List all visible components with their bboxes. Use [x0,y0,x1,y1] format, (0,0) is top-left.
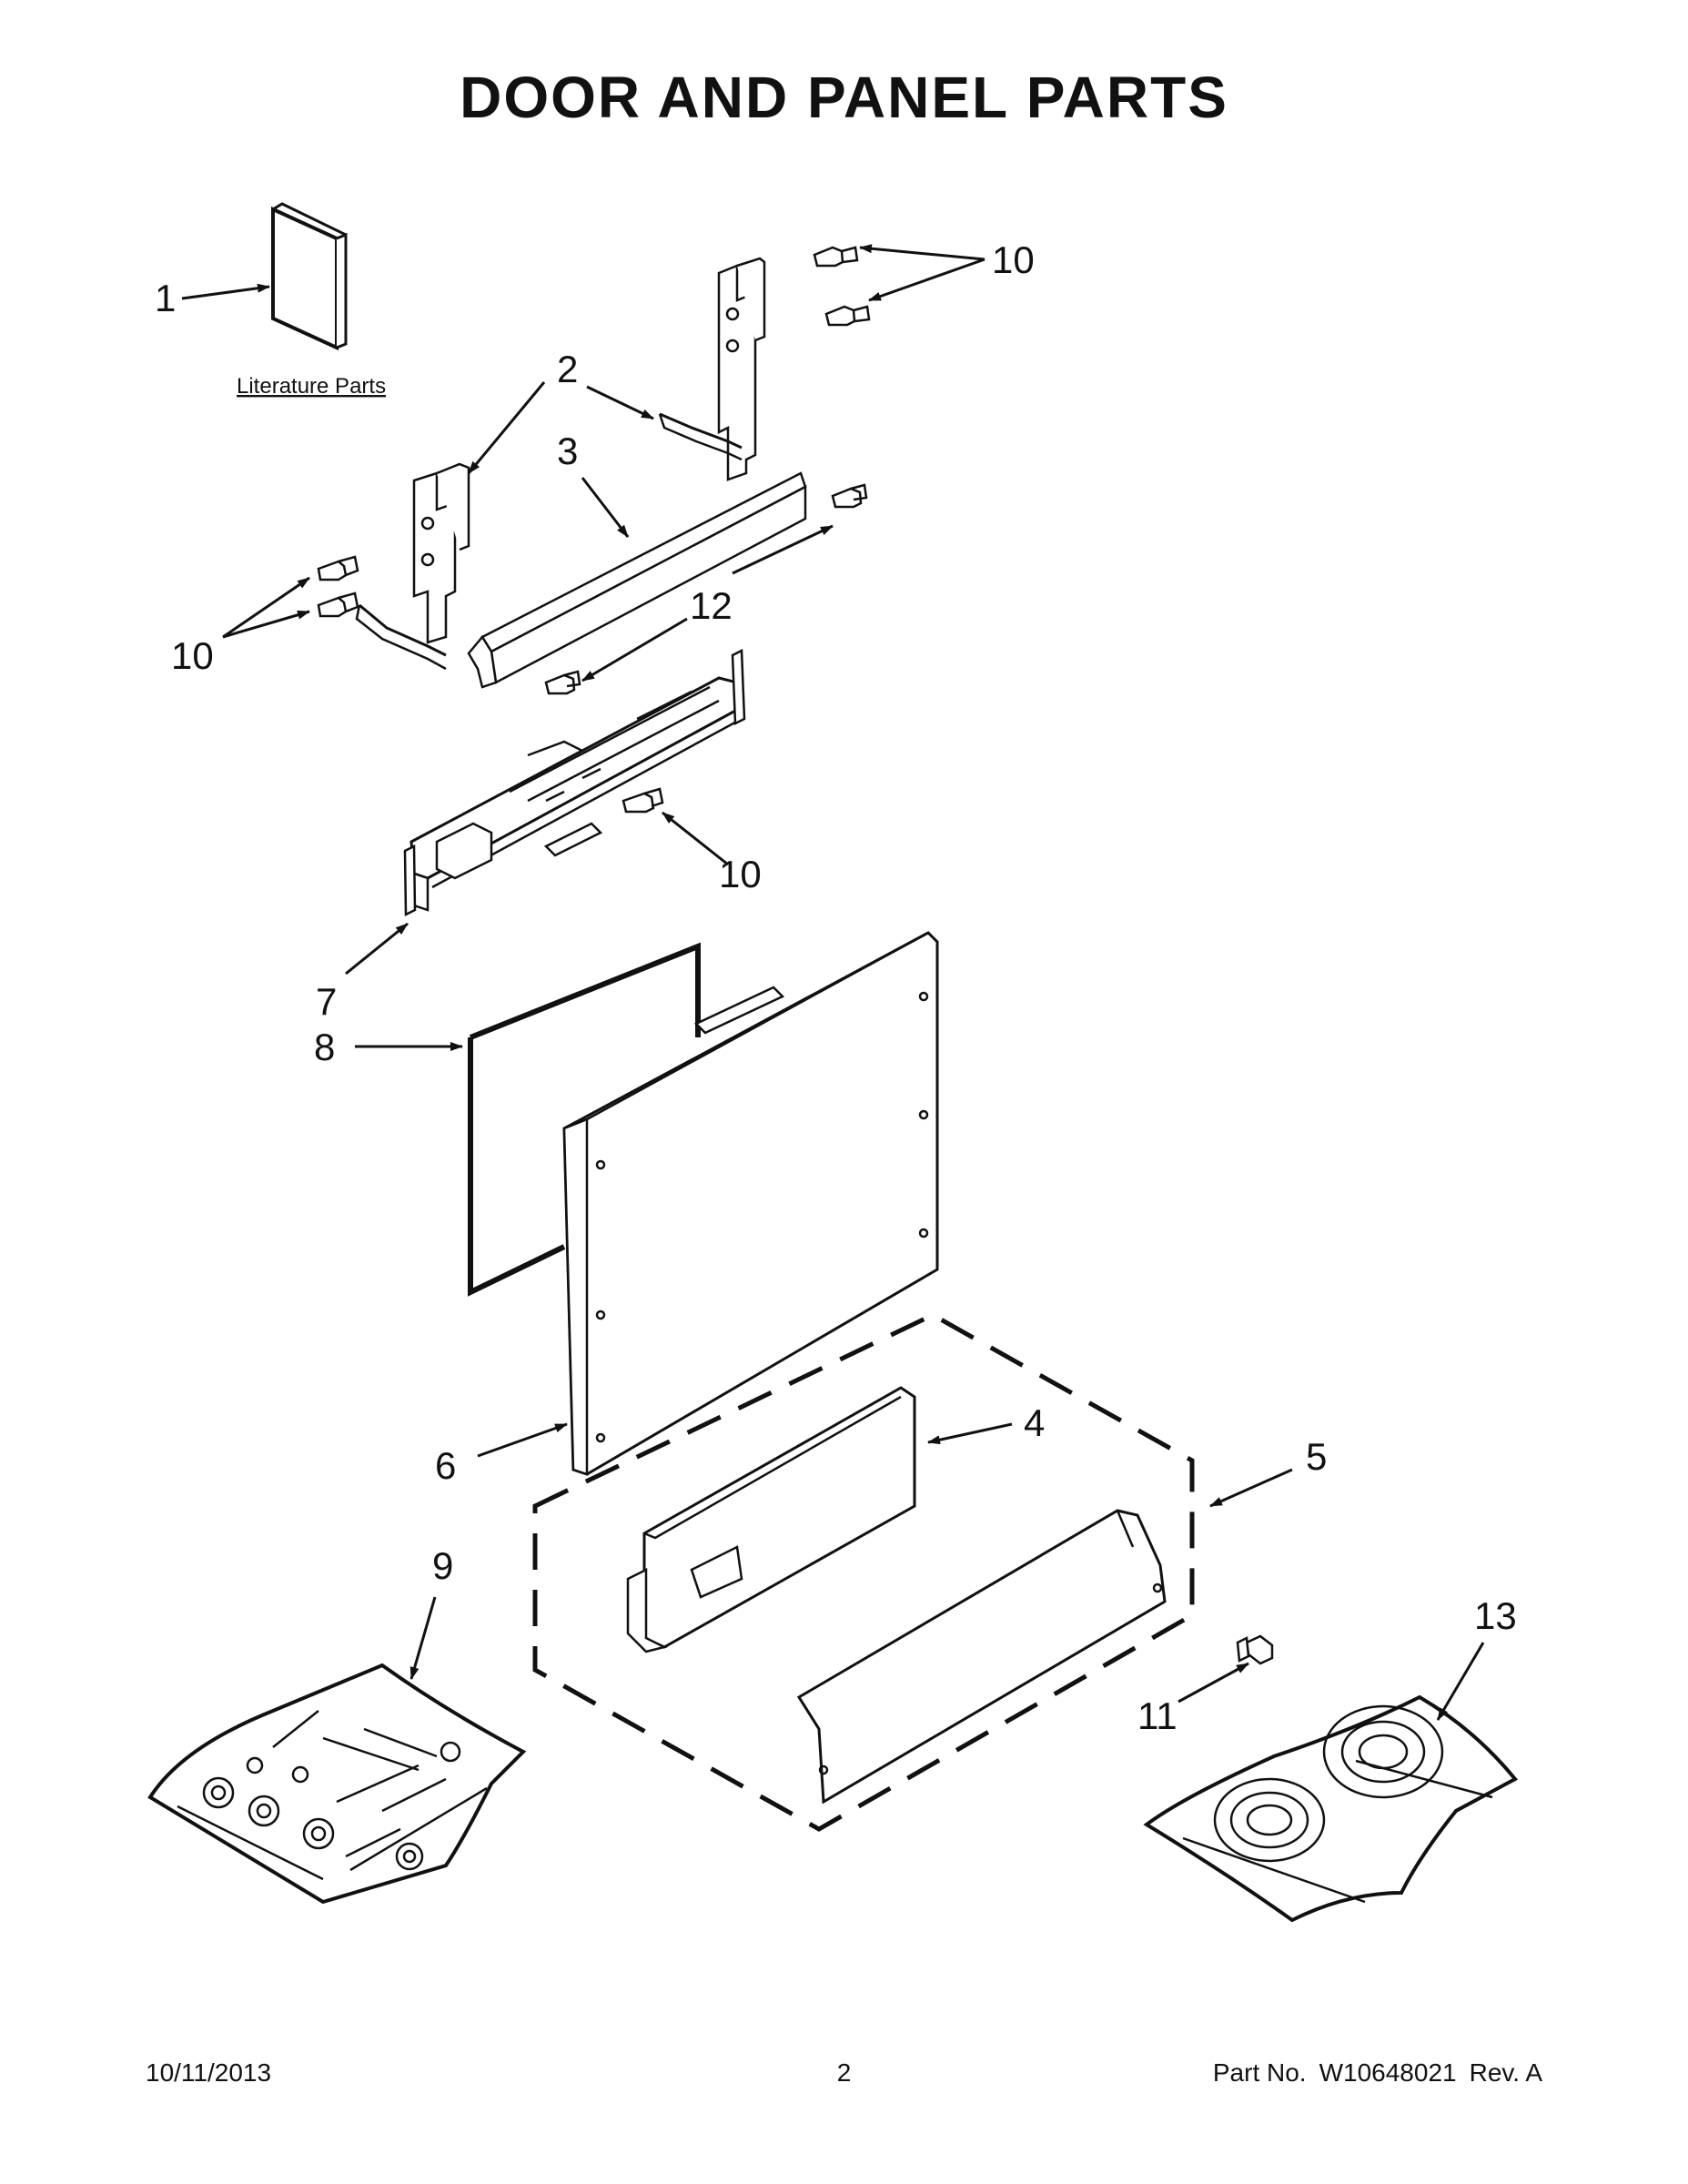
trim-piece [626,1386,916,1653]
left-hinge-bracket [355,462,470,671]
callout-10-mid: 10 [719,853,762,895]
callout-10-left: 10 [171,634,214,677]
callout-8: 8 [314,1026,335,1068]
screw-10c [317,555,359,581]
screw-12a [831,483,868,509]
right-hinge-bracket [658,257,766,481]
callout-3: 3 [557,430,578,472]
screw-12b [544,670,581,695]
callout-11: 11 [1137,1694,1178,1737]
page-title: DOOR AND PANEL PARTS [460,65,1228,130]
element-bag [1143,1694,1519,1923]
callout-6: 6 [435,1444,456,1487]
door-bracket-3 [467,471,807,689]
screw-10e [622,787,664,814]
kit-outline-dashed [532,1312,1195,1832]
screw-11 [1236,1634,1274,1665]
callout-2: 2 [557,348,578,390]
callout-9: 9 [432,1544,453,1587]
screw-10b [824,305,871,327]
callout-13: 13 [1474,1594,1517,1637]
footer-part-info: Part No. W10648021 Rev. A [1200,2058,1542,2088]
screw-10d [317,592,359,618]
callout-10-top: 10 [992,238,1035,281]
hardware-bag [147,1663,527,1905]
literature-parts-label: Literature Parts [237,374,386,399]
screw-10a [813,246,859,268]
part-number: W10648021 [1319,2058,1457,2087]
control-panel-assembly [403,649,746,917]
revision: Rev. A [1469,2058,1542,2087]
callout-12: 12 [690,584,733,627]
callout-4: 4 [1024,1401,1045,1444]
inner-door-panel [562,931,939,1476]
literature-booklet [271,202,348,351]
footer-page-number: 2 [836,2058,852,2087]
callout-labels: 1 Literature Parts 2 3 10 10 12 10 7 8 6… [155,238,1517,1737]
part-prefix: Part No. [1212,2058,1307,2087]
footer-date: 10/11/2013 [146,2058,272,2087]
callout-1: 1 [155,277,176,319]
insulation-panel [468,942,701,1297]
callout-7: 7 [316,980,337,1023]
leader-arrows [181,244,1485,1721]
callout-5: 5 [1306,1435,1327,1478]
toe-kick-panel [796,1509,1167,1805]
